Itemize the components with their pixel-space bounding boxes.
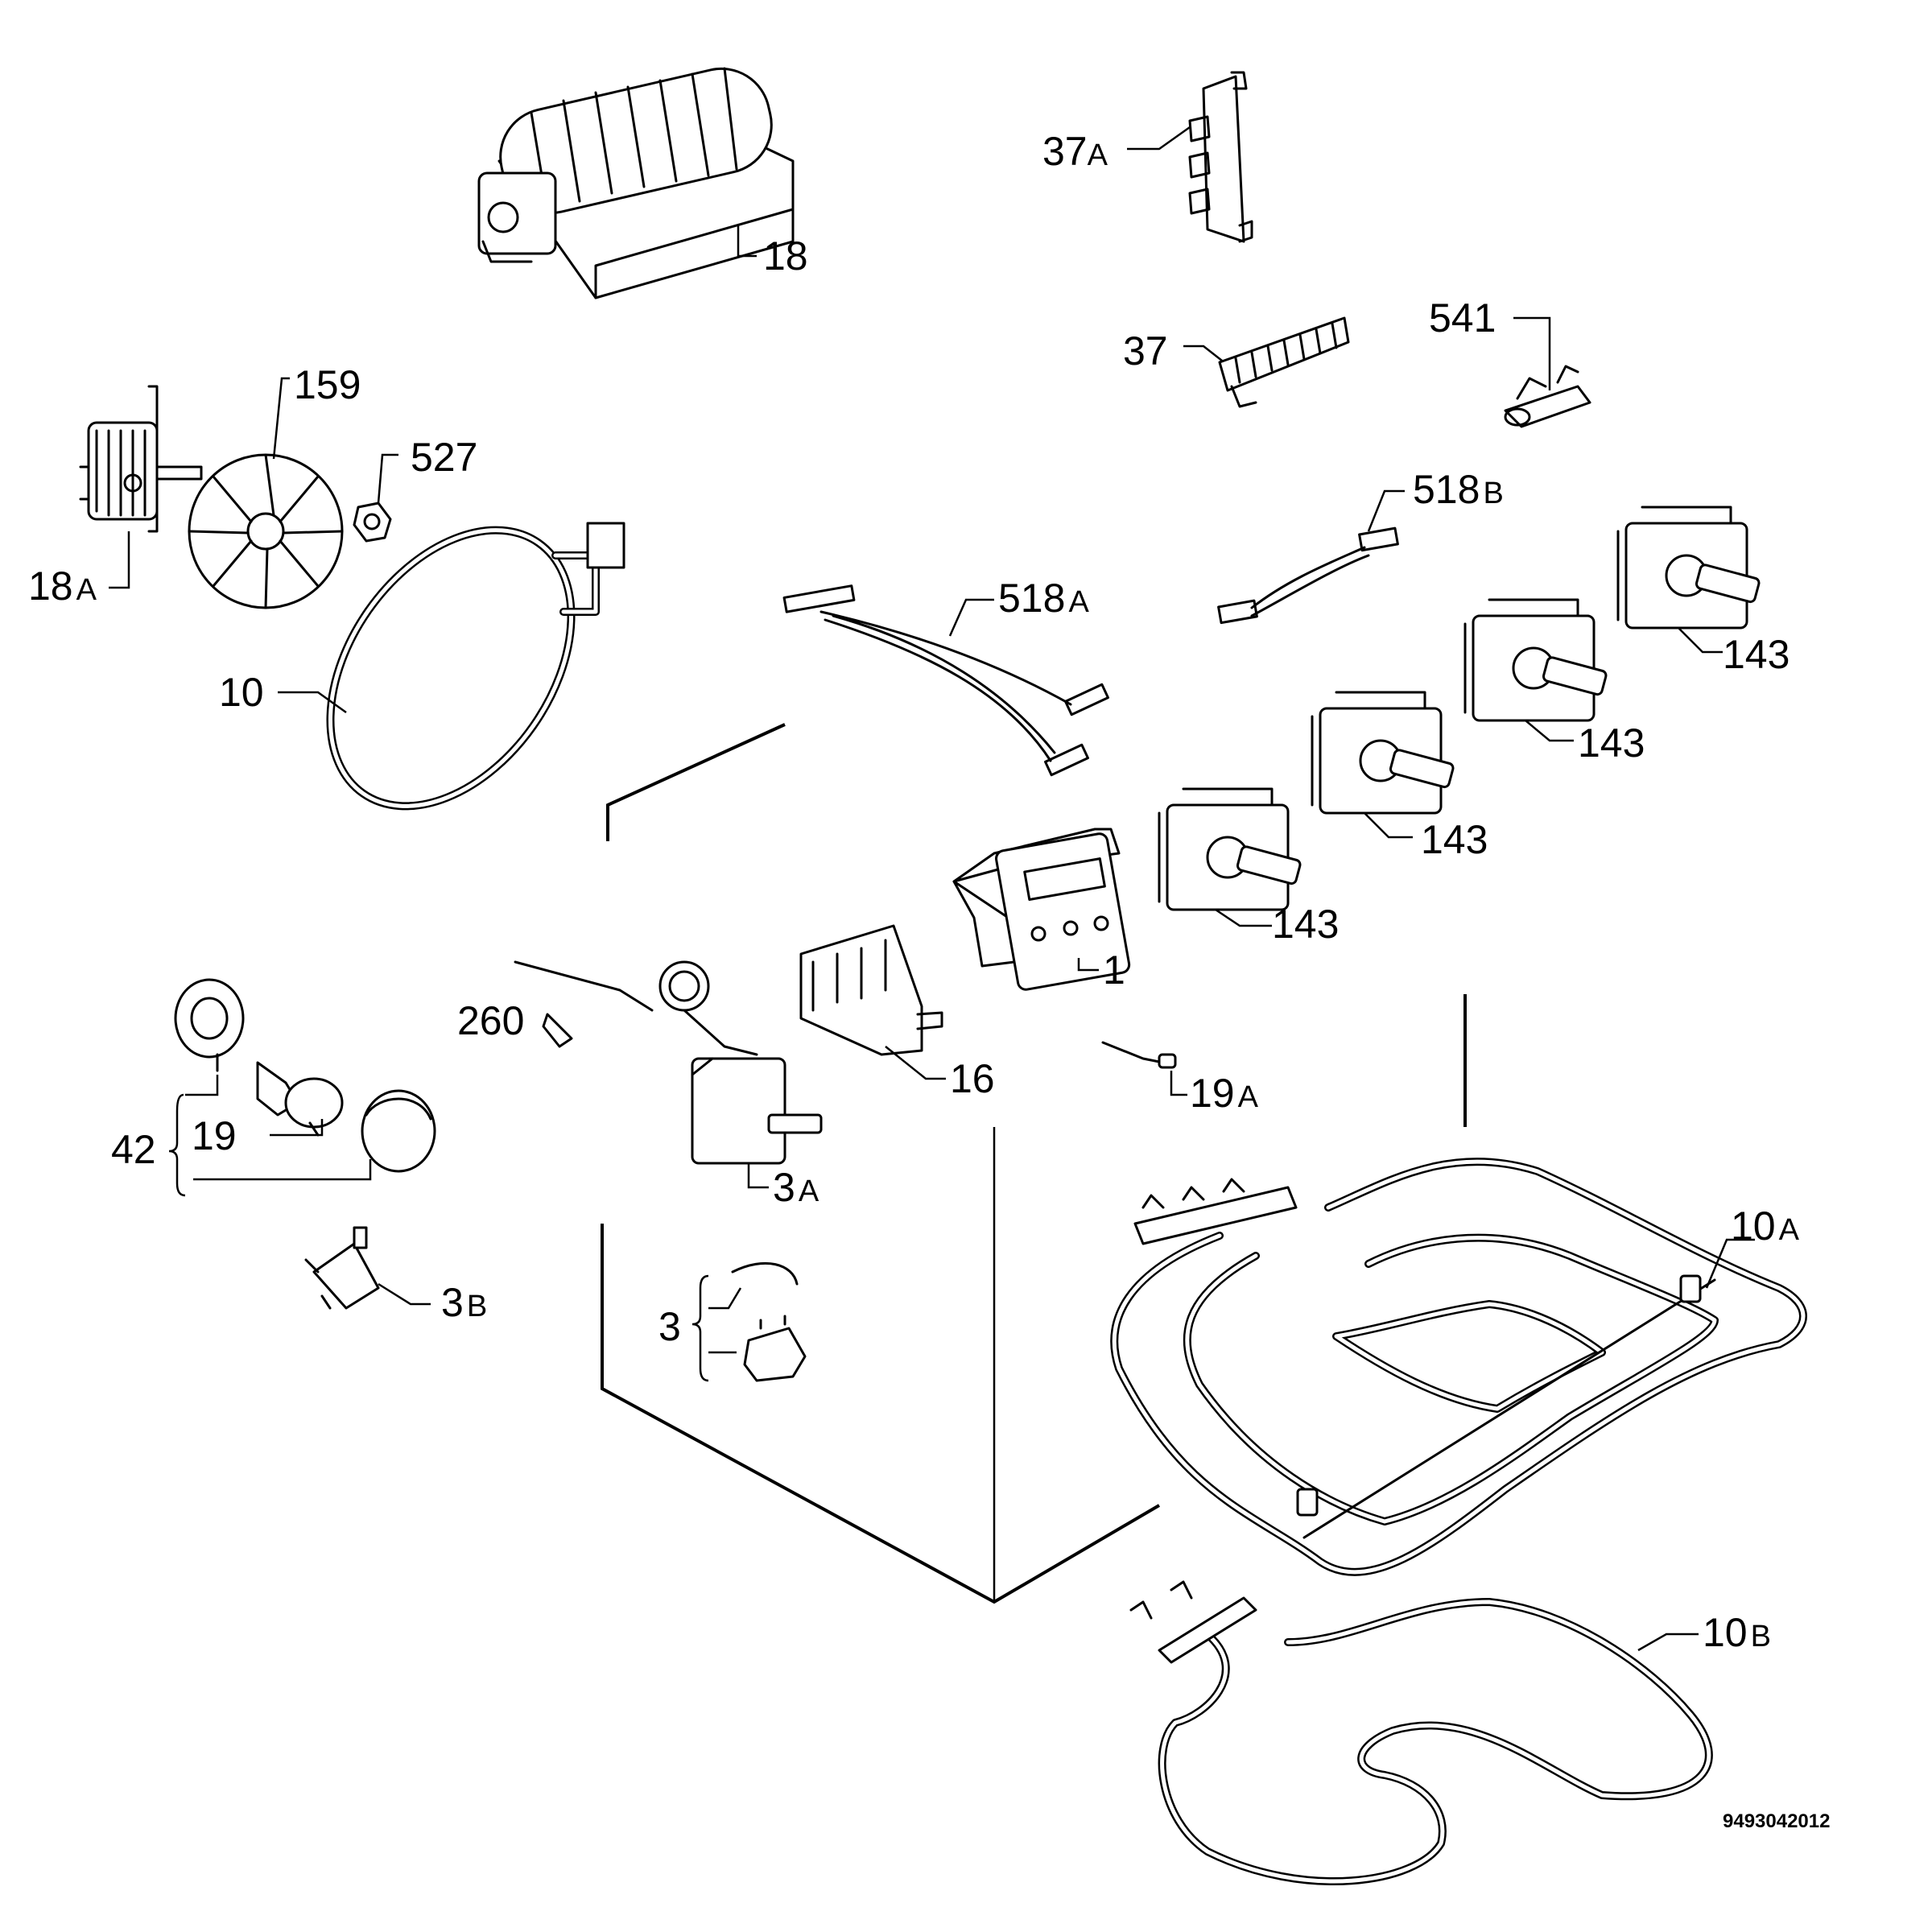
switch-143-3	[1463, 598, 1608, 722]
thermostat-3	[691, 1261, 807, 1382]
label-42: 42	[111, 1127, 156, 1172]
label-37a: 37A	[1042, 129, 1108, 174]
label-143-c: 143	[1421, 817, 1488, 862]
label-527: 527	[411, 435, 477, 480]
cutout-3b	[304, 1226, 431, 1310]
fan-motor-18a	[79, 385, 203, 589]
grill-element-10a	[1110, 1158, 1807, 1576]
clip-260	[542, 1013, 573, 1048]
connector-19a	[1101, 1041, 1187, 1096]
lamp-assembly-42	[168, 978, 436, 1197]
label-10: 10	[219, 670, 264, 715]
circular-element-10	[278, 522, 625, 811]
nut-527	[353, 453, 398, 543]
switches-143	[1158, 506, 1761, 927]
label-16: 16	[950, 1056, 995, 1101]
base-element-10b	[1129, 1580, 1713, 1885]
fan-blade-159	[188, 377, 344, 609]
label-18: 18	[763, 233, 808, 279]
terminal-strip-37	[1183, 316, 1350, 408]
label-143-b: 143	[1578, 720, 1645, 766]
harness-518b	[1217, 489, 1405, 625]
label-260: 260	[457, 998, 524, 1043]
label-143-d: 143	[1272, 902, 1339, 947]
label-159: 159	[294, 362, 361, 407]
harness-518a	[782, 584, 1109, 777]
switch-143-1	[1158, 787, 1302, 911]
oven-cavity-outline	[601, 723, 1467, 1604]
label-3: 3	[658, 1304, 681, 1349]
label-19: 19	[192, 1113, 237, 1158]
label-143-a: 143	[1723, 632, 1790, 677]
thermostat-3a	[514, 960, 823, 1189]
label-37: 37	[1123, 328, 1168, 374]
electronic-timer-1	[952, 828, 1131, 991]
switch-16	[799, 924, 946, 1080]
terminal-block-37a	[1127, 71, 1253, 243]
switch-143-2	[1311, 691, 1455, 815]
drawing-code: 9493042012	[1723, 1810, 1830, 1832]
label-1: 1	[1103, 947, 1125, 993]
tangential-fan	[477, 67, 795, 299]
label-541: 541	[1429, 295, 1496, 341]
clip-541	[1504, 316, 1591, 428]
switch-143-4	[1616, 506, 1761, 630]
